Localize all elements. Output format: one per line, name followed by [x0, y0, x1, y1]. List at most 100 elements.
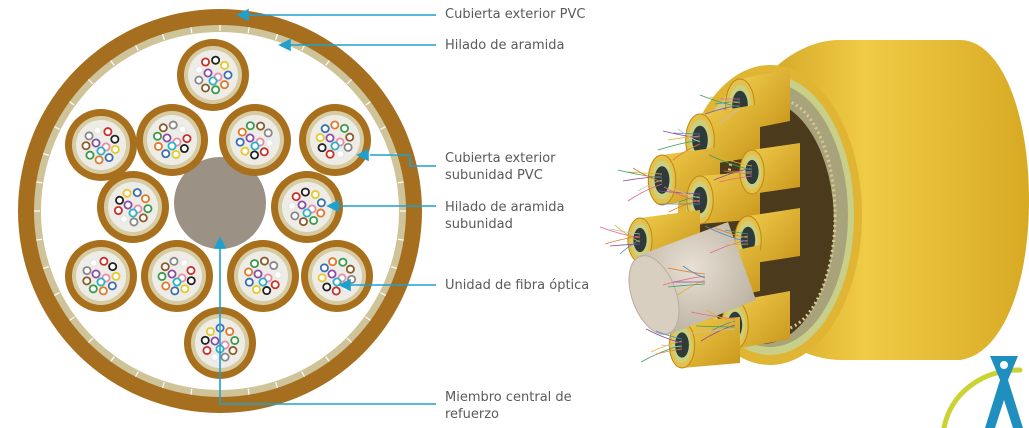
fiber-dot [250, 150, 260, 160]
fiber-dot [85, 150, 95, 160]
fiber-dot [298, 217, 308, 227]
fiber-dot [111, 271, 121, 281]
fiber-dot [161, 281, 171, 291]
fiber-dot [84, 131, 94, 141]
fiber-dot [263, 128, 273, 138]
label-subunit-jacket-line1: Cubierta exterior [445, 151, 556, 166]
fiber-dot [200, 57, 210, 67]
fiber-dot [253, 269, 263, 279]
fiber-dot [162, 133, 172, 143]
fiber-strand [708, 154, 753, 171]
aramid-tick [88, 337, 94, 343]
fiber-dot [290, 211, 300, 221]
central-member-3d [628, 222, 756, 335]
aramid-tick [380, 292, 386, 296]
fiber-strand [714, 100, 741, 105]
aramid-tick [190, 388, 193, 395]
aramid-tick [275, 382, 279, 389]
fiber-strand [724, 229, 749, 235]
aramid-tick [275, 33, 279, 40]
fiber-dot [332, 277, 342, 287]
fiber-strand [604, 235, 641, 245]
central-member [174, 157, 266, 249]
fiber-strand [609, 243, 641, 247]
fiber-strand [695, 325, 736, 328]
fiber-strand [704, 225, 749, 243]
fiber-dot [317, 143, 327, 153]
fiber-dot [82, 266, 92, 276]
fiber-dot [91, 269, 101, 279]
leader-lines [213, 8, 436, 405]
aramid-tick [42, 152, 49, 156]
fiber-strand [718, 156, 753, 167]
brand-logo-icon [941, 356, 1023, 428]
aramid-tick [247, 388, 250, 395]
fiber-strand [640, 344, 683, 363]
subunit-tube [739, 143, 800, 195]
fiber-strand [655, 348, 683, 355]
fiber-dot [169, 256, 179, 266]
fiber-dot [291, 192, 301, 202]
fiber-dot [96, 277, 106, 287]
fiber-dot [302, 208, 312, 218]
subunit [219, 104, 291, 176]
fiber-dot [200, 83, 210, 93]
aramid-tick [365, 316, 371, 321]
fiber-strand [677, 128, 701, 143]
fiber-dot [186, 276, 196, 286]
fiber-dot [128, 208, 138, 218]
aramid-tick [301, 45, 305, 51]
subunit [301, 240, 373, 312]
fiber-dot [223, 70, 233, 80]
fiber-dot [269, 261, 279, 271]
fiber-dot [316, 198, 326, 208]
fiber-dot [119, 214, 129, 224]
aramid-tick [54, 126, 60, 130]
fiber-dot [81, 141, 91, 151]
fiber-dot [338, 257, 348, 267]
fiber-dot [129, 217, 139, 227]
subunit-group [65, 39, 373, 379]
aramid-tick [36, 238, 43, 241]
fiber-strand [713, 167, 753, 181]
fiber-dot [328, 257, 338, 267]
fiber-dot [250, 259, 260, 269]
label-subunit-jacket-line2: subunidad PVC [445, 168, 543, 183]
fiber-strand [673, 188, 701, 199]
fiber-strand [709, 96, 741, 104]
fiber-dot [345, 264, 355, 274]
fiber-strand [599, 226, 641, 239]
fiber-dot [194, 75, 204, 85]
fiber-dot [132, 188, 142, 198]
fiber-dot [152, 131, 162, 141]
subunit [299, 104, 371, 176]
fiber-strand [609, 228, 641, 235]
fiber-dot [297, 200, 307, 210]
subunit [65, 240, 137, 312]
fiber-dot [171, 149, 181, 159]
fiber-strand [719, 235, 749, 244]
label-fiber-unit: Unidad de fibra óptica [445, 278, 590, 293]
aramid-tick [190, 27, 193, 34]
subunit [136, 104, 208, 176]
fiber-dot [270, 280, 280, 290]
fiber-dot [259, 147, 269, 157]
aramid-tick [110, 356, 115, 362]
fiber-strand [614, 224, 641, 243]
aramid-tick [110, 60, 115, 66]
fiber-dot [208, 76, 218, 86]
fiber-strand [718, 175, 753, 183]
fiber-dot [225, 327, 235, 337]
fiber-dot [122, 188, 132, 198]
fiber-strand [682, 265, 706, 279]
fiber-dot [107, 281, 117, 291]
fiber-dot [244, 267, 254, 277]
fiber-dot [98, 286, 108, 296]
fiber-dot [237, 127, 247, 137]
fiber-dot [319, 263, 329, 273]
aramid-tick [380, 126, 386, 130]
fiber-dot [108, 262, 118, 272]
fiber-dot [345, 132, 355, 142]
fiber-dot [168, 120, 178, 130]
